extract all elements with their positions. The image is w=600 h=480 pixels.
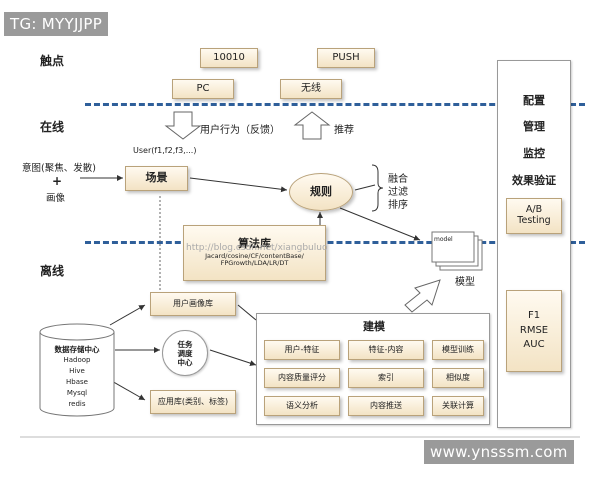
rule-op-filter: 过滤 xyxy=(388,187,408,198)
rule-op-sort: 排序 xyxy=(388,200,408,211)
algo-line1: Jacard/cosine/CF/contentBase/ xyxy=(205,251,304,260)
model-label: 模型 xyxy=(455,277,475,288)
model-file-label: model xyxy=(434,236,453,243)
right-item-verify: 效果验证 xyxy=(512,174,556,187)
right-item-manage: 管理 xyxy=(523,120,545,133)
touch-10010: 10010 xyxy=(200,48,258,68)
layer-online-label: 在线 xyxy=(40,120,65,134)
metric-rmse: RMSE xyxy=(519,324,549,336)
scheduler-line1: 任务 xyxy=(177,339,193,349)
metrics-box: F1 RMSE AUC xyxy=(506,290,562,372)
model-cell-feature-content: 特征-内容 xyxy=(348,340,424,360)
data-center-redis: redis xyxy=(68,400,86,408)
data-center-mysql: Mysql xyxy=(66,389,88,397)
model-cell-user-feature: 用户-特征 xyxy=(264,340,340,360)
algo-library-box: 算法库 Jacard/cosine/CF/contentBase/ FPGrow… xyxy=(183,225,326,281)
layer-offline-label: 离线 xyxy=(40,264,65,278)
ab-testing-box: A/B Testing xyxy=(506,198,562,234)
scene-box: 场景 xyxy=(125,166,188,191)
touch-pc: PC xyxy=(172,79,234,99)
data-center-hbase: Hbase xyxy=(66,378,88,386)
model-cell-similarity: 相似度 xyxy=(432,368,484,388)
app-lib-box: 应用库(类别、标签) xyxy=(150,390,236,414)
model-cell-training: 模型训练 xyxy=(432,340,484,360)
intent-label: 意图(聚焦、发散) xyxy=(22,163,96,174)
rules-ellipse: 规则 xyxy=(289,173,353,211)
user-profile-lib-box: 用户画像库 xyxy=(150,292,236,316)
algo-line2: FPGrowth/LDA/LR/DT xyxy=(220,259,289,268)
watermark-top: TG: MYYJJPP xyxy=(4,12,109,36)
recommend-label: 推荐 xyxy=(334,125,354,136)
algo-title: 算法库 xyxy=(238,237,271,251)
model-cell-association: 关联计算 xyxy=(432,396,484,416)
scheduler-circle: 任务 调度 中心 xyxy=(162,330,208,376)
right-panel xyxy=(497,60,571,428)
profile-label: 画像 xyxy=(46,193,66,204)
model-cell-quality: 内容质量评分 xyxy=(264,368,340,388)
model-cell-push: 内容推送 xyxy=(348,396,424,416)
data-center-hadoop: Hadoop xyxy=(63,356,91,364)
touch-wireless: 无线 xyxy=(280,79,342,99)
rule-op-fuse: 融合 xyxy=(388,174,408,185)
behavior-feedback-label: 用户行为（反馈） xyxy=(200,125,280,136)
touch-push: PUSH xyxy=(317,48,375,68)
scheduler-line2: 调度 xyxy=(177,348,193,358)
modeling-title: 建模 xyxy=(363,320,385,333)
metric-auc: AUC xyxy=(523,339,545,351)
layer-touch-label: 触点 xyxy=(40,54,65,68)
data-center-hive: Hive xyxy=(69,367,85,375)
watermark-bottom: www.ynsssm.com xyxy=(424,440,574,464)
online-separator xyxy=(85,103,585,106)
offline-separator xyxy=(85,241,585,244)
metric-f1: F1 xyxy=(527,310,541,322)
data-center-cylinder: 数据存储中心 Hadoop Hive Hbase Mysql redis xyxy=(38,322,116,418)
scheduler-line3: 中心 xyxy=(177,357,193,367)
model-cell-semantic: 语义分析 xyxy=(264,396,340,416)
data-center-title: 数据存储中心 xyxy=(54,345,100,354)
url-overlay: http://blog.csdn.net/xiangbuluo xyxy=(186,243,328,253)
right-item-config: 配置 xyxy=(523,94,545,107)
user-features-label: User(f1,f2,f3,...) xyxy=(133,146,197,155)
plus-sign: + xyxy=(52,174,63,188)
model-cell-index: 索引 xyxy=(348,368,424,388)
right-item-monitor: 监控 xyxy=(523,147,545,160)
